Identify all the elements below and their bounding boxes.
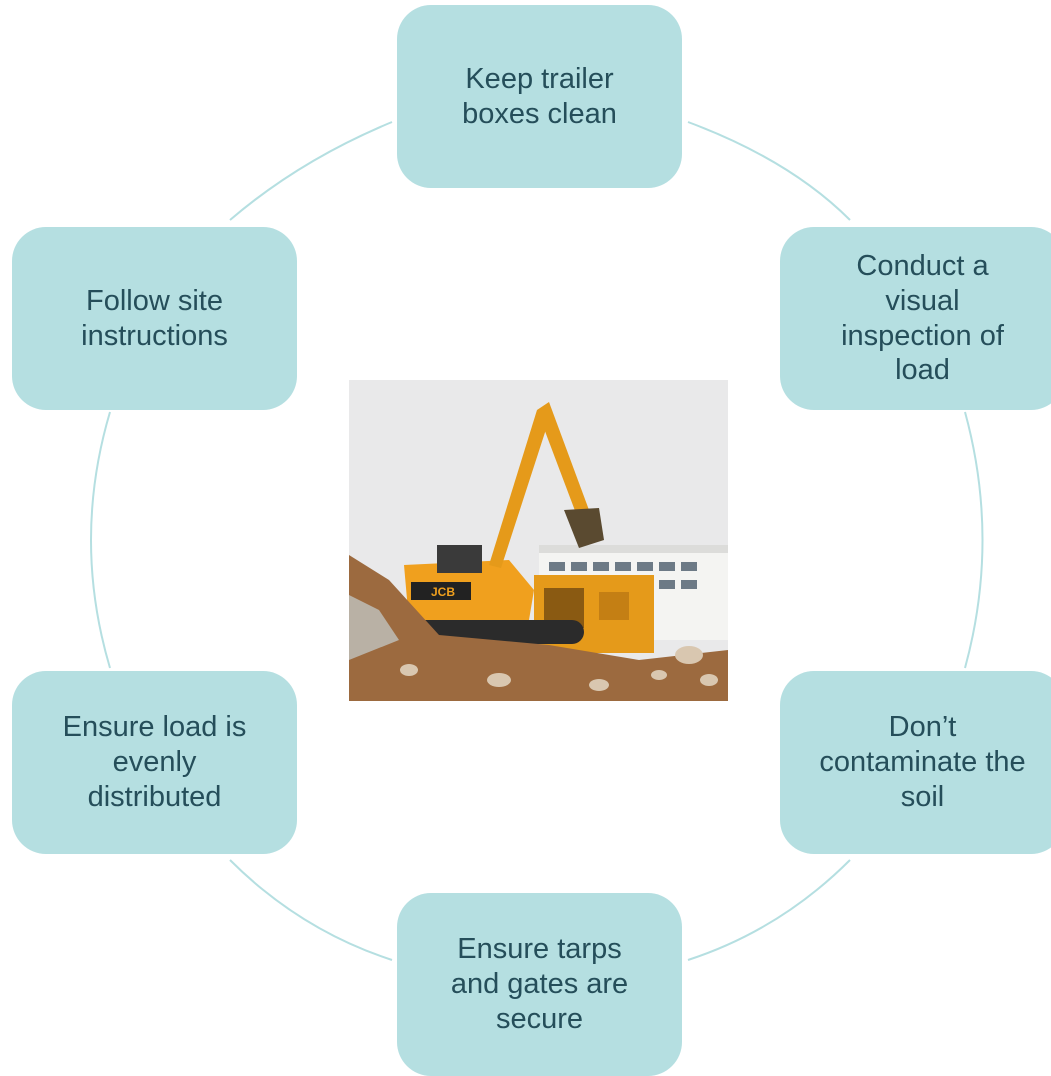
arc-lower-left-to-upper-left — [90, 411, 111, 669]
cycle-step-ensure-load-evenly-distributed: Ensure load is evenly distributed — [12, 671, 297, 854]
arc-upper-right-to-lower-right — [964, 411, 984, 669]
cycle-step-follow-site-instructions: Follow site instructions — [12, 227, 297, 410]
arc-upper-left-to-top — [229, 121, 393, 221]
cycle-step-conduct-visual-inspection: Conduct a visual inspection of load — [780, 227, 1051, 410]
arc-top-to-upper-right — [687, 121, 851, 221]
excavator-photo: JCB — [349, 380, 728, 701]
cycle-step-ensure-tarps-gates-secure: Ensure tarps and gates are secure — [397, 893, 682, 1076]
svg-text:JCB: JCB — [431, 585, 455, 599]
cycle-step-dont-contaminate-soil: Don’t contaminate the soil — [780, 671, 1051, 854]
arc-lower-right-to-bottom — [687, 859, 851, 961]
cycle-step-keep-trailer-boxes-clean: Keep trailer boxes clean — [397, 5, 682, 188]
arc-bottom-to-lower-left — [229, 859, 393, 961]
